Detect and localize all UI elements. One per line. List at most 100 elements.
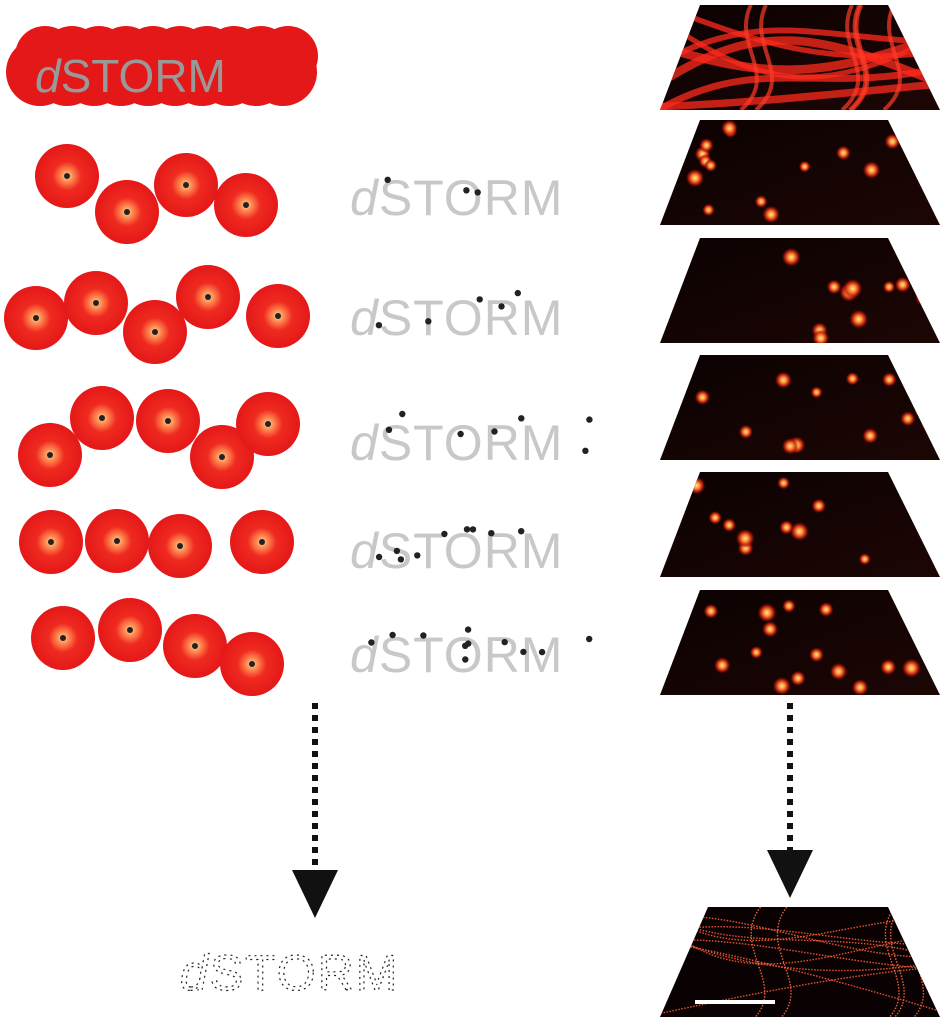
blink-spot: [798, 160, 811, 173]
marker: [582, 447, 589, 454]
marker: [586, 416, 593, 423]
blink-spot: [754, 194, 768, 209]
blink-spot: [818, 601, 834, 618]
marker: [441, 530, 448, 538]
marker: [518, 415, 525, 422]
camera-frame-1: [660, 5, 940, 110]
blink-spot: [812, 329, 830, 343]
marker: [463, 526, 471, 533]
localization-point: [114, 538, 120, 544]
blink-spot: [894, 276, 911, 293]
localization-point: [99, 415, 105, 421]
marker: [375, 553, 383, 561]
marker: [488, 530, 495, 537]
localization-point: [243, 202, 249, 208]
marker: [463, 187, 470, 194]
blink-spot: [702, 203, 715, 217]
left-down-arrow: [292, 703, 338, 918]
marker: [462, 656, 469, 663]
blink-spot: [811, 498, 827, 514]
blink-spot: [882, 280, 896, 294]
marker: [425, 318, 432, 325]
localization-point: [124, 209, 130, 215]
marker: [375, 322, 383, 329]
localization-point: [205, 294, 211, 300]
blink-spot: [777, 476, 791, 490]
marker: [384, 176, 391, 183]
blink-spot: [900, 411, 916, 427]
scale-bar: [695, 1000, 775, 1004]
marker: [476, 296, 483, 303]
localization-markers: [368, 176, 593, 663]
emitter-row-4: [19, 509, 294, 578]
blink-spot: [761, 620, 779, 638]
blink-spot: [722, 518, 737, 533]
emitter-row-5: [31, 598, 284, 696]
blink-spot: [757, 603, 777, 623]
marker: [393, 547, 401, 555]
blink-spot: [842, 278, 863, 299]
partial-word-2: dSTORM: [350, 290, 563, 346]
blink-spot: [881, 372, 897, 387]
blink-spot: [862, 161, 881, 179]
marker: [465, 640, 472, 647]
marker: [538, 648, 546, 656]
partial-word-4: dSTORM: [350, 523, 563, 579]
marker: [464, 626, 472, 633]
blink-spot: [845, 371, 860, 386]
marker: [397, 556, 405, 563]
localization-point: [183, 182, 189, 188]
blink-spot: [914, 288, 933, 307]
blink-spot: [781, 437, 799, 455]
summed-word-italic: d: [35, 50, 62, 102]
localization-point: [265, 421, 271, 427]
blink-spot: [735, 528, 755, 548]
partial-localizations-column: dSTORM dSTORM dSTORM dSTORM dSTORM: [350, 170, 563, 683]
blink-spot: [774, 371, 793, 389]
camera-frame-3: [660, 238, 940, 343]
localization-point: [219, 454, 225, 460]
marker: [368, 639, 375, 646]
final-reconstructed-word: dSTORM: [180, 945, 399, 1001]
localization-point: [165, 418, 171, 424]
localization-point: [64, 173, 70, 179]
marker: [514, 289, 521, 297]
blink-spot: [699, 138, 714, 153]
camera-frame-2: [660, 120, 940, 225]
blink-spot: [694, 389, 711, 406]
localization-point: [192, 643, 198, 649]
localization-point: [47, 452, 53, 458]
reconstructed-image-frame: [660, 907, 940, 1017]
localization-point: [93, 300, 99, 306]
marker: [498, 303, 505, 310]
marker: [520, 648, 527, 656]
marker: [501, 638, 508, 646]
blink-spot: [704, 159, 718, 172]
localization-point: [33, 315, 39, 321]
right-down-arrow: [767, 703, 813, 898]
blink-spot: [851, 678, 869, 695]
marker: [469, 526, 477, 533]
blink-spot: [687, 476, 706, 495]
blink-spot: [762, 205, 780, 224]
camera-frame-6: [660, 590, 940, 695]
partial-word-3: dSTORM: [350, 415, 563, 471]
localization-point: [127, 627, 133, 633]
blink-spot: [858, 552, 871, 566]
localization-point: [259, 539, 265, 545]
blink-spot: [738, 424, 754, 440]
blink-spot: [713, 656, 731, 674]
emitter-row-2: [4, 265, 310, 364]
blink-spot: [901, 658, 922, 678]
localization-point: [275, 313, 281, 319]
localization-point: [177, 543, 183, 549]
marker: [474, 189, 481, 196]
blink-spot: [914, 404, 927, 417]
blink-spot: [749, 645, 763, 659]
marker: [385, 426, 393, 433]
camera-frame-5: [660, 472, 940, 577]
emitter-row-1: [35, 144, 278, 244]
localization-point: [60, 635, 66, 641]
blink-spot: [810, 386, 823, 399]
